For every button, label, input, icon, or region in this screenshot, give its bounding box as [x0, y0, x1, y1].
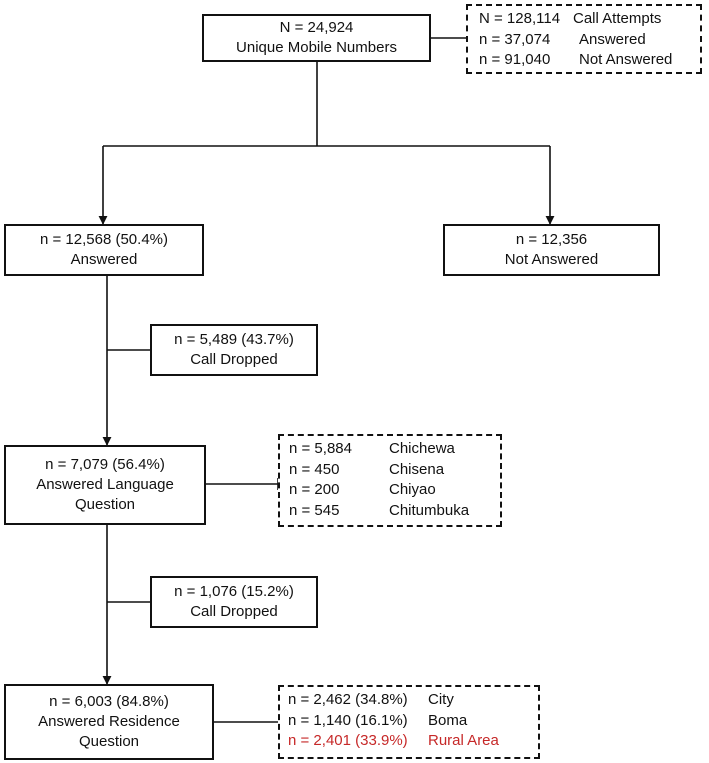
detail-label: Boma [428, 711, 468, 729]
detail-row-highlight: n = 2,401 (33.9%) Rural Area [288, 731, 538, 752]
node-label: Not Answered [504, 251, 599, 268]
detail-count: n = 2,401 (33.9%) [288, 732, 408, 749]
detail-row: n = 91,040 Not Answered [479, 50, 700, 71]
node-label: Answered Residence [38, 713, 180, 730]
detail-residence: n = 2,462 (34.8%) City n = 1,140 (16.1%)… [278, 685, 540, 759]
detail-row: n = 2,462 (34.8%) City [288, 690, 538, 711]
detail-count: n = 2,462 (34.8%) [288, 691, 408, 708]
detail-row: n = 5,884 Chichewa [289, 439, 500, 460]
node-label: Question [74, 496, 136, 513]
detail-label: Answered [579, 30, 646, 48]
node-not-answered: n = 12,356 Not Answered [443, 224, 660, 276]
detail-label: Chitumbuka [389, 501, 470, 519]
node-count: N = 24,924 [279, 19, 354, 36]
node-label: Unique Mobile Numbers [236, 39, 397, 56]
detail-count: n = 37,074 [479, 30, 551, 48]
node-call-dropped-2: n = 1,076 (15.2%) Call Dropped [150, 576, 318, 628]
detail-row: n = 1,140 (16.1%) Boma [288, 711, 538, 732]
node-unique-mobile-numbers: N = 24,924 Unique Mobile Numbers [202, 14, 431, 62]
node-count: n = 6,003 (84.8%) [49, 693, 169, 710]
detail-count: n = 5,884 [289, 440, 352, 457]
detail-row: n = 200 Chiyao [289, 480, 500, 501]
detail-count: N = 128,114 [479, 10, 561, 27]
detail-label: Rural Area [428, 732, 499, 749]
detail-row: n = 450 Chisena [289, 460, 500, 481]
detail-label: Not Answered [579, 51, 673, 68]
node-answered: n = 12,568 (50.4%) Answered [4, 224, 204, 276]
node-label: Answered [70, 251, 138, 268]
detail-call-attempts: N = 128,114 Call Attempts n = 37,074 Ans… [466, 4, 702, 74]
node-label: Answered Language [36, 476, 174, 493]
node-answered-language-question: n = 7,079 (56.4%) Answered Language Ques… [4, 445, 206, 525]
detail-label: Chiyao [389, 481, 436, 498]
detail-count: n = 91,040 [479, 51, 551, 68]
node-label: Call Dropped [190, 351, 278, 368]
node-count: n = 12,356 [515, 231, 588, 248]
node-label: Question [78, 733, 140, 750]
node-count: n = 1,076 (15.2%) [174, 583, 294, 600]
detail-count: n = 450 [289, 460, 340, 478]
node-count: n = 5,489 (43.7%) [174, 331, 294, 348]
node-count: n = 12,568 (50.4%) [39, 231, 168, 248]
detail-languages: n = 5,884 Chichewa n = 450 Chisena n = 2… [278, 434, 502, 527]
detail-count: n = 200 [289, 481, 340, 498]
detail-row: N = 128,114 Call Attempts [479, 9, 700, 30]
node-call-dropped-1: n = 5,489 (43.7%) Call Dropped [150, 324, 318, 376]
node-label: Call Dropped [190, 603, 278, 620]
node-count: n = 7,079 (56.4%) [45, 456, 165, 473]
detail-row: n = 37,074 Answered [479, 30, 700, 51]
detail-label: Call Attempts [573, 10, 662, 27]
detail-label: Chichewa [389, 440, 455, 457]
detail-row: n = 545 Chitumbuka [289, 501, 500, 522]
detail-count: n = 1,140 (16.1%) [288, 711, 408, 729]
detail-label: Chisena [389, 460, 445, 478]
detail-label: City [428, 691, 454, 708]
node-answered-residence-question: n = 6,003 (84.8%) Answered Residence Que… [4, 684, 214, 760]
detail-count: n = 545 [289, 501, 340, 519]
